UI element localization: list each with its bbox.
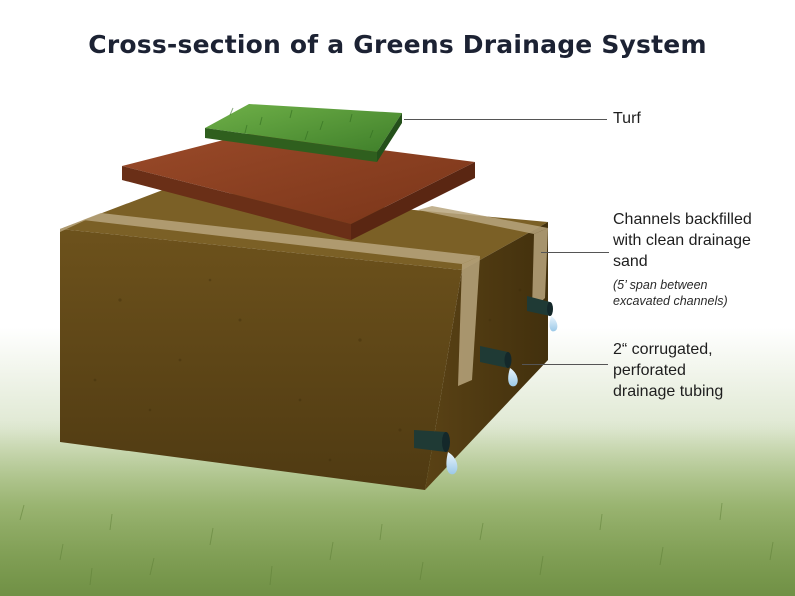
turf-top bbox=[205, 104, 402, 152]
tubing-label-line3: drainage tubing bbox=[613, 383, 724, 400]
channels-label-line1: Channels backfilled bbox=[613, 211, 752, 228]
tubing-label-line1: 2“ corrugated, bbox=[613, 341, 713, 358]
turf-label: Turf bbox=[613, 110, 641, 127]
water-drop-front bbox=[446, 452, 458, 475]
sand-channel-front-cut bbox=[458, 256, 480, 386]
turf-front-edge bbox=[205, 128, 377, 162]
sand-channel-back-top bbox=[418, 206, 548, 234]
turf-texture bbox=[229, 107, 374, 141]
channels-note-line2: excavated channels) bbox=[613, 294, 728, 308]
soil-front-face bbox=[60, 229, 462, 490]
pipe-back-body bbox=[527, 296, 550, 316]
pipe-front-end bbox=[442, 432, 450, 452]
pipe-back bbox=[527, 296, 558, 332]
channels-note-line1: (5’ span between bbox=[613, 278, 708, 292]
soil-top-face bbox=[60, 188, 548, 270]
sand-channel-front-top bbox=[83, 213, 480, 264]
rootzone-side-edge bbox=[351, 162, 475, 240]
water-drop-back bbox=[549, 316, 558, 332]
channels-label-line3: sand bbox=[613, 253, 648, 270]
turf-leader-line bbox=[404, 119, 607, 120]
channels-label-line2: with clean drainage bbox=[613, 232, 751, 249]
pipe-front bbox=[414, 430, 458, 475]
grass-texture bbox=[19, 502, 774, 586]
tubing-leader-line bbox=[522, 364, 608, 365]
rootzone-front-edge bbox=[122, 166, 351, 240]
rootzone-layer bbox=[122, 133, 475, 240]
turf-side-edge bbox=[377, 113, 402, 162]
pipe-back-end bbox=[547, 302, 553, 316]
page-title: Cross-section of a Greens Drainage Syste… bbox=[88, 30, 707, 59]
tubing-label-line2: perforated bbox=[613, 362, 686, 379]
pipe-middle-end bbox=[504, 352, 512, 368]
pipe-front-body bbox=[414, 430, 446, 452]
sand-channel-back-cut bbox=[532, 228, 548, 310]
rootzone-top bbox=[122, 133, 475, 224]
water-drop-middle bbox=[508, 368, 518, 387]
pipe-middle-body bbox=[480, 346, 508, 368]
pipe-middle bbox=[480, 346, 518, 387]
sand-channels bbox=[60, 206, 548, 386]
channels-leader-line bbox=[541, 252, 609, 253]
turf-layer bbox=[205, 104, 402, 162]
soil-speckle bbox=[93, 278, 522, 462]
sand-channel-left-cut bbox=[60, 213, 101, 232]
